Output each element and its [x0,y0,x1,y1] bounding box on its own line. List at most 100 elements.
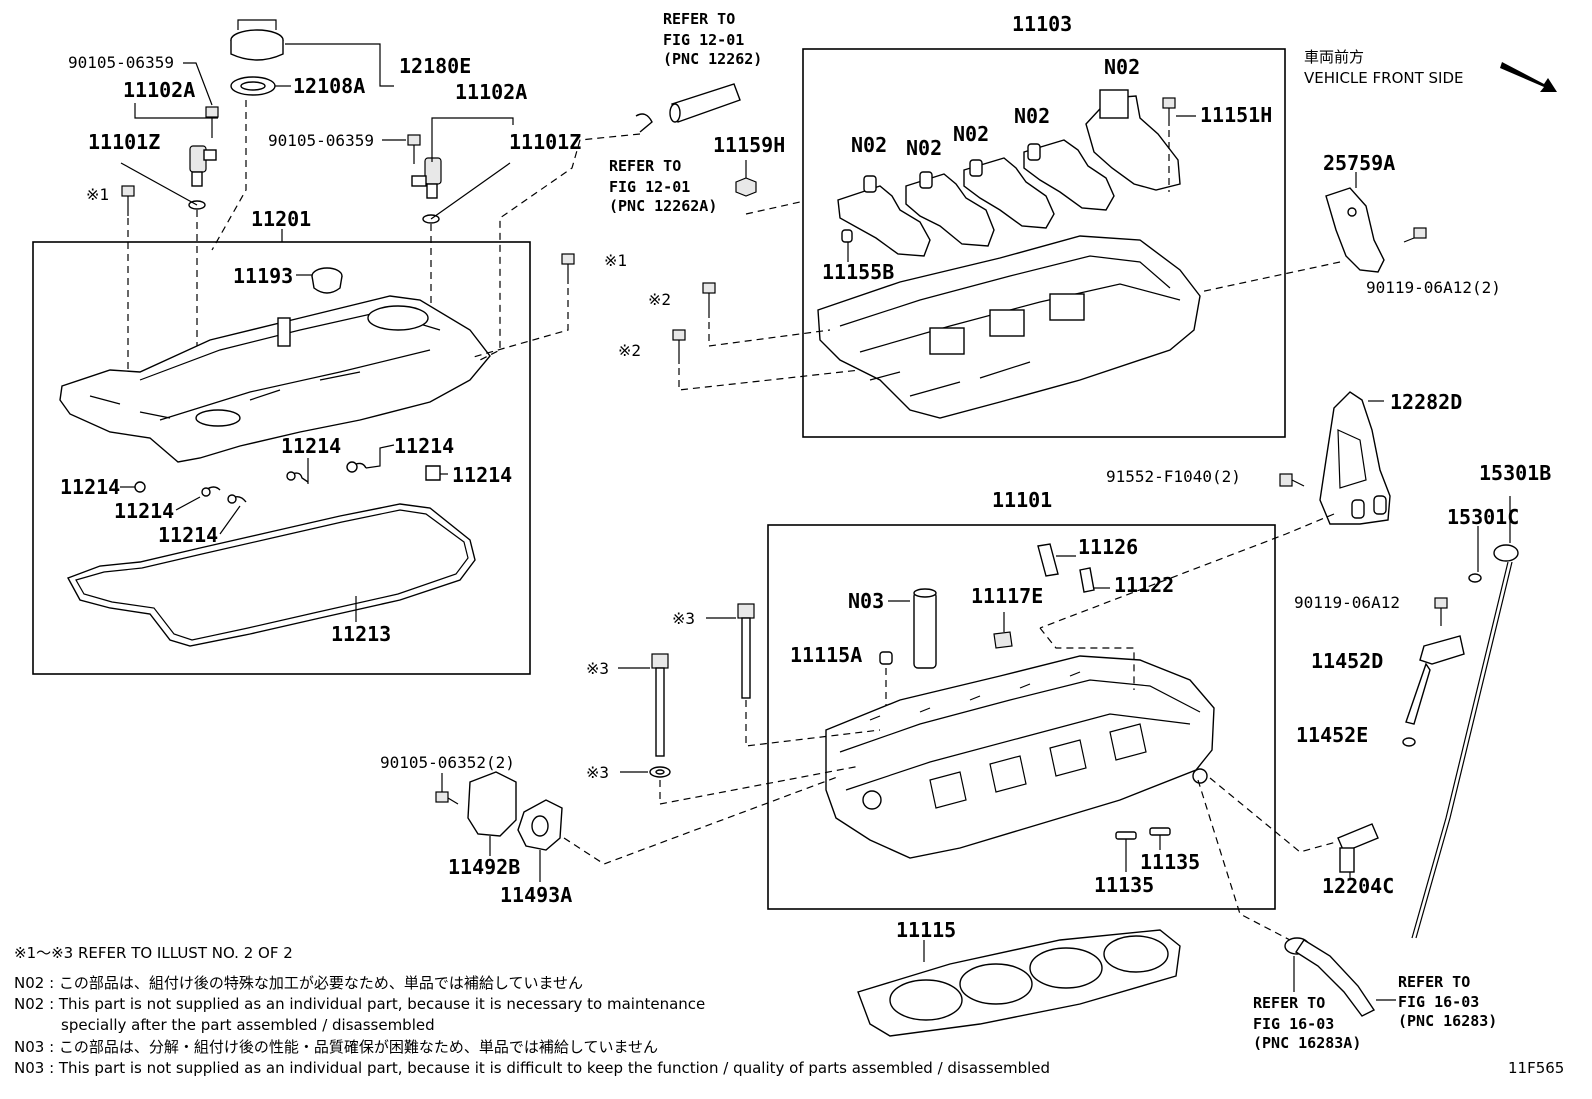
refer-block-4: REFER TO FIG 16-03 (PNC 16283) [1398,973,1497,1030]
label-12282D: 12282D [1390,390,1462,414]
label-n02-e: N02 [1014,104,1050,128]
refer1-line2: FIG 12-01 [663,31,744,49]
clip-icon-1 [286,471,309,483]
head-bolt-lower-icon [651,653,669,757]
bolt-mark1-right-icon [561,253,575,284]
refer2-line2: FIG 12-01 [609,178,690,196]
head-gasket-icon [857,929,1181,1037]
front-en-text: VEHICLE FRONT SIDE [1304,69,1464,87]
label-11492B: 11492B [448,855,520,879]
plug-11117E-icon [993,631,1013,649]
label-90105-06352-2: 90105-06352(2) [380,753,515,772]
dowel-11122-icon [1079,567,1095,593]
clip-icon-4 [134,481,146,493]
bolt-90119-06A12-icon [1434,597,1448,626]
refer4-line2: FIG 16-03 [1398,993,1479,1011]
mark1-a: ※1 [86,185,109,204]
pin-11135-a-icon [1115,831,1137,840]
oil-cap-seal-icon [311,267,343,294]
label-11452D: 11452D [1311,649,1383,673]
mark2-a: ※2 [648,290,671,309]
label-90105-06359-b: 90105-06359 [268,131,374,150]
label-n02-d: N02 [953,122,989,146]
label-11214-d: 11214 [60,475,120,499]
bracket-12282D-icon [1319,391,1391,525]
note-n02-en-cont: specially after the part assembled / dis… [61,1016,435,1034]
mark1-b: ※1 [604,251,627,270]
gasket-11493A-icon [517,799,563,851]
label-11214-f: 11214 [158,523,218,547]
refer3-line1: REFER TO [1253,994,1325,1012]
refer1-line3: (PNC 12262) [663,50,762,68]
label-25759A: 25759A [1323,151,1395,175]
label-90119-06A12: 90119-06A12 [1294,593,1400,612]
label-90105-06359-a: 90105-06359 [68,53,174,72]
label-15301B: 15301B [1479,461,1551,485]
label-91552-F1040-2: 91552-F1040(2) [1106,467,1241,486]
label-90119-06A12-2: 90119-06A12(2) [1366,278,1501,297]
pin-N03-icon [913,588,937,669]
label-11101Z-b: 11101Z [509,130,581,154]
label-11122: 11122 [1114,573,1174,597]
label-11115A: 11115A [790,643,862,667]
label-11214-b: 11214 [394,434,454,458]
bolt-mark1-left-icon [121,185,135,216]
refer3-line2: FIG 16-03 [1253,1015,1334,1033]
refer-block-2: REFER TO FIG 12-01 (PNC 12262A) [609,157,717,215]
bolt-90119-06A12-2-icon [1403,227,1427,243]
mark3-b: ※3 [586,659,609,678]
note-marks: ※1～※3 REFER TO ILLUST NO. 2 OF 2 [14,944,293,962]
label-11126: 11126 [1078,535,1138,559]
oil-control-valve-icon [1337,823,1379,873]
label-n02-a: N02 [1104,55,1140,79]
mark2-b: ※2 [618,341,641,360]
label-11493A: 11493A [500,883,572,907]
clip-icon-2 [346,461,367,473]
label-n02-c: N02 [906,136,942,160]
refer2-line1: REFER TO [609,157,681,175]
refer1-line1: REFER TO [663,10,735,28]
nut-11159H-icon [735,177,757,197]
refer4-line1: REFER TO [1398,973,1470,991]
label-11102A-b: 11102A [455,80,527,104]
mark3-a: ※3 [672,609,695,628]
refer4-line3: (PNC 16283) [1398,1012,1497,1030]
bolt-91552-icon [1279,473,1305,487]
bearing-cap-3-icon [963,157,1055,229]
head-bolt-washer-icon [649,766,671,778]
cap-gasket-icon [230,76,276,96]
dowel-11155B-icon [841,229,853,243]
label-11214-e: 11214 [114,499,174,523]
cover-plate-11492B-icon [467,771,517,837]
label-11214-c: 11214 [452,463,512,487]
label-12204C: 12204C [1322,874,1394,898]
bracket-25759A-icon [1325,187,1385,273]
note-n03-en: N03 : This part is not supplied as an in… [14,1059,1050,1077]
label-11102A-a: 11102A [123,78,195,102]
note-n03-jp: N03 : この部品は、分解・組付け後の性能・品質確保が困難なため、単品では補給… [14,1038,658,1056]
refer-block-1: REFER TO FIG 12-01 (PNC 12262) [663,10,762,68]
label-11135-b: 11135 [1140,850,1200,874]
oil-filler-cap-icon [230,19,284,61]
label-11103: 11103 [1012,12,1072,36]
label-11101: 11101 [992,488,1052,512]
sensor-right-icon [411,157,442,199]
head-bolt-upper-icon [737,603,755,699]
note-n02-en: N02 : This part is not supplied as an in… [14,995,705,1013]
camshaft-housing-icon [817,235,1201,419]
bolt-right-icon [407,134,421,164]
label-12180E: 12180E [399,54,471,78]
dowel-11115A-icon [879,651,893,665]
label-n03: N03 [848,589,884,613]
camshaft-housing-box [802,48,1286,438]
hose-clip-icon [635,113,653,133]
dipstick-icon [1411,496,1519,939]
cover-gasket-icon [66,503,476,647]
sensor-left-icon [189,145,217,187]
cylinder-head-box [767,524,1276,910]
label-11193: 11193 [233,264,293,288]
pin-11135-b-icon [1149,827,1171,836]
label-11159H: 11159H [713,133,785,157]
